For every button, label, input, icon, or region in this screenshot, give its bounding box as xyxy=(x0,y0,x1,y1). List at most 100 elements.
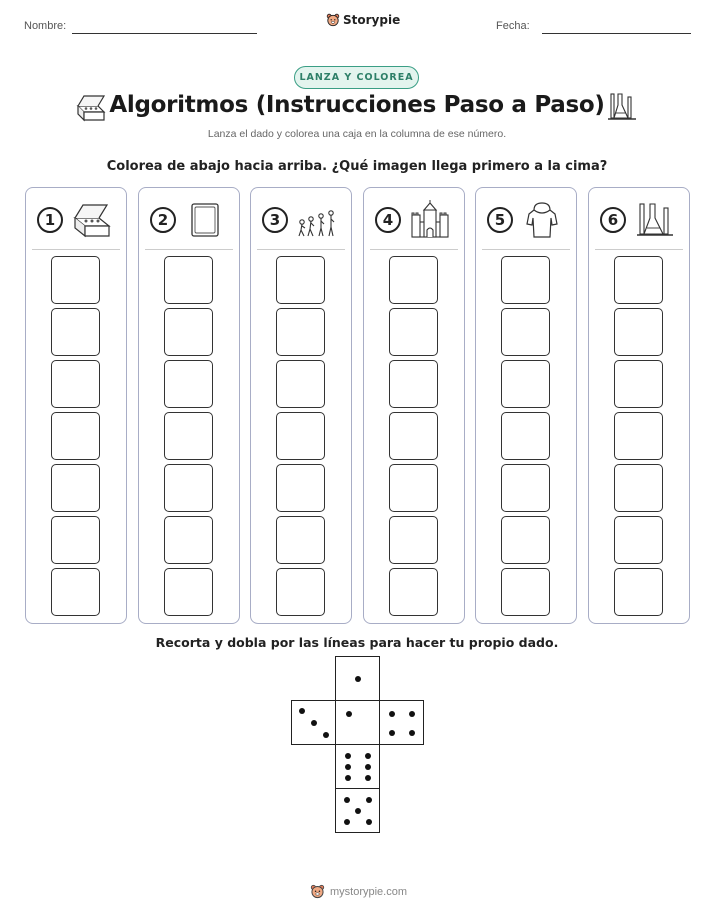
pip xyxy=(299,708,305,714)
pip xyxy=(365,775,371,781)
logo-text: Storypie xyxy=(343,13,401,27)
column-4: 4 xyxy=(363,187,465,624)
color-box[interactable] xyxy=(614,308,663,356)
castle-icon xyxy=(411,200,449,238)
shirt-icon xyxy=(526,202,558,238)
column-number: 2 xyxy=(150,207,176,233)
pip xyxy=(365,764,371,770)
color-box[interactable] xyxy=(51,308,100,356)
color-box[interactable] xyxy=(389,412,438,460)
pip xyxy=(345,764,351,770)
color-box[interactable] xyxy=(51,516,100,564)
color-box[interactable] xyxy=(276,256,325,304)
color-box[interactable] xyxy=(51,412,100,460)
pip xyxy=(346,711,352,717)
column-1: 1 xyxy=(25,187,127,624)
color-box[interactable] xyxy=(164,308,213,356)
color-box[interactable] xyxy=(614,360,663,408)
page-title: Algoritmos (Instrucciones Paso a Paso) xyxy=(109,92,605,118)
storypie-logo: Storypie xyxy=(326,13,400,27)
color-box[interactable] xyxy=(51,568,100,616)
lab-flasks-icon xyxy=(637,203,673,236)
color-box[interactable] xyxy=(51,464,100,512)
color-box[interactable] xyxy=(501,412,550,460)
question-text: Colorea de abajo hacia arriba. ¿Qué imag… xyxy=(106,159,608,174)
column-5: 5 xyxy=(475,187,577,624)
dice-face-5 xyxy=(335,788,380,833)
pip xyxy=(389,730,395,736)
color-box[interactable] xyxy=(276,308,325,356)
pip xyxy=(409,730,415,736)
color-box[interactable] xyxy=(164,516,213,564)
color-box[interactable] xyxy=(276,568,325,616)
column-divider xyxy=(370,249,458,250)
color-box[interactable] xyxy=(501,516,550,564)
pip xyxy=(389,711,395,717)
color-box[interactable] xyxy=(501,464,550,512)
color-box[interactable] xyxy=(389,360,438,408)
color-box[interactable] xyxy=(389,464,438,512)
name-label: Nombre: xyxy=(24,20,67,32)
column-number: 5 xyxy=(487,207,513,233)
jewelry-box-icon xyxy=(76,95,106,122)
jewelry-box-icon xyxy=(73,204,111,238)
color-box[interactable] xyxy=(276,412,325,460)
color-box[interactable] xyxy=(614,412,663,460)
dice-face-1 xyxy=(335,656,380,701)
pip xyxy=(323,732,329,738)
pip xyxy=(409,711,415,717)
column-divider xyxy=(257,249,345,250)
color-box[interactable] xyxy=(501,568,550,616)
name-line[interactable] xyxy=(72,33,257,34)
footer-url[interactable]: mystorypie.com xyxy=(330,885,408,898)
column-6: 6 xyxy=(588,187,690,624)
pip xyxy=(355,676,361,682)
color-box[interactable] xyxy=(276,464,325,512)
bear-icon xyxy=(326,13,340,27)
dice-face-3 xyxy=(291,700,336,745)
column-divider xyxy=(32,249,120,250)
color-box[interactable] xyxy=(164,464,213,512)
color-box[interactable] xyxy=(614,568,663,616)
color-box[interactable] xyxy=(501,360,550,408)
date-label: Fecha: xyxy=(496,20,530,32)
color-box[interactable] xyxy=(501,256,550,304)
column-number: 4 xyxy=(375,207,401,233)
dice-face-6 xyxy=(335,744,380,789)
color-box[interactable] xyxy=(164,360,213,408)
color-box[interactable] xyxy=(164,568,213,616)
subtitle: Lanza el dado y colorea una caja en la c… xyxy=(207,128,507,140)
color-box[interactable] xyxy=(389,308,438,356)
pip xyxy=(366,819,372,825)
date-line[interactable] xyxy=(542,33,691,34)
column-number: 1 xyxy=(37,207,63,233)
color-box[interactable] xyxy=(501,308,550,356)
dice-face-4 xyxy=(379,700,424,745)
color-box[interactable] xyxy=(51,256,100,304)
column-3: 3 xyxy=(250,187,352,624)
color-box[interactable] xyxy=(389,568,438,616)
column-divider xyxy=(145,249,233,250)
color-box[interactable] xyxy=(389,256,438,304)
color-box[interactable] xyxy=(614,516,663,564)
bear-icon xyxy=(310,884,325,899)
color-box[interactable] xyxy=(276,360,325,408)
frame-icon xyxy=(191,203,219,237)
color-box[interactable] xyxy=(389,516,438,564)
color-box[interactable] xyxy=(164,412,213,460)
column-divider xyxy=(482,249,570,250)
color-box[interactable] xyxy=(276,516,325,564)
column-2: 2 xyxy=(138,187,240,624)
pip xyxy=(344,819,350,825)
cut-instructions: Recorta y dobla por las líneas para hace… xyxy=(155,635,559,650)
column-number: 3 xyxy=(262,207,288,233)
pip xyxy=(365,753,371,759)
column-divider xyxy=(595,249,683,250)
color-box[interactable] xyxy=(614,464,663,512)
pip xyxy=(345,775,351,781)
color-box[interactable] xyxy=(51,360,100,408)
color-box[interactable] xyxy=(164,256,213,304)
evolution-icon xyxy=(298,210,335,237)
color-box[interactable] xyxy=(614,256,663,304)
pip xyxy=(344,797,350,803)
